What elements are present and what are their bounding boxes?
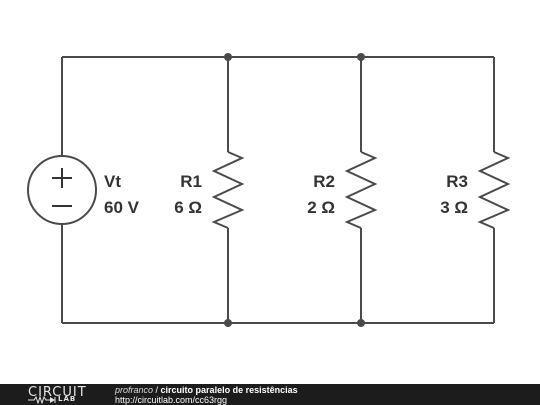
plus-sign xyxy=(52,168,72,188)
source-name-label: Vt xyxy=(104,172,121,191)
resistor-logo-icon xyxy=(28,396,56,404)
resistor-r2: R2 2 Ω xyxy=(307,151,378,229)
resistor-r2-symbol xyxy=(344,151,378,229)
r1-value-label: 6 Ω xyxy=(174,198,202,217)
separator: / xyxy=(153,385,161,395)
footer-bar: CIRCUIT LAB profranco / circuito paralel… xyxy=(0,384,540,405)
r2-name-label: R2 xyxy=(313,172,335,191)
source-value-label: 60 V xyxy=(104,198,140,217)
circuit-url-link[interactable]: http://circuitlab.com/cc63rgg xyxy=(115,395,228,405)
voltage-source-symbol xyxy=(27,155,97,225)
resistor-r3-symbol xyxy=(477,151,511,229)
junction-node xyxy=(357,319,365,327)
junction-node xyxy=(357,53,365,61)
junctions xyxy=(224,53,365,327)
r2-value-label: 2 Ω xyxy=(307,198,335,217)
junction-node xyxy=(224,53,232,61)
r1-name-label: R1 xyxy=(180,172,202,191)
logo-circuit-text: CIRCUIT xyxy=(28,385,87,400)
footer-attribution: profranco / circuito paralelo de resistê… xyxy=(115,385,298,395)
voltage-source: Vt 60 V xyxy=(27,155,140,225)
wires xyxy=(61,56,495,324)
circuit-title: circuito paralelo de resistências xyxy=(160,385,298,395)
r3-value-label: 3 Ω xyxy=(440,198,468,217)
logo-lab-text: LAB xyxy=(58,395,77,403)
circuit-schematic: Vt 60 V R1 6 Ω R2 2 Ω R3 3 Ω xyxy=(27,53,511,327)
junction-node xyxy=(224,319,232,327)
resistor-r3: R3 3 Ω xyxy=(440,151,511,229)
resistor-r1: R1 6 Ω xyxy=(174,151,245,229)
r3-name-label: R3 xyxy=(446,172,468,191)
resistor-r1-symbol xyxy=(211,151,245,229)
author-link[interactable]: profranco xyxy=(115,385,154,395)
